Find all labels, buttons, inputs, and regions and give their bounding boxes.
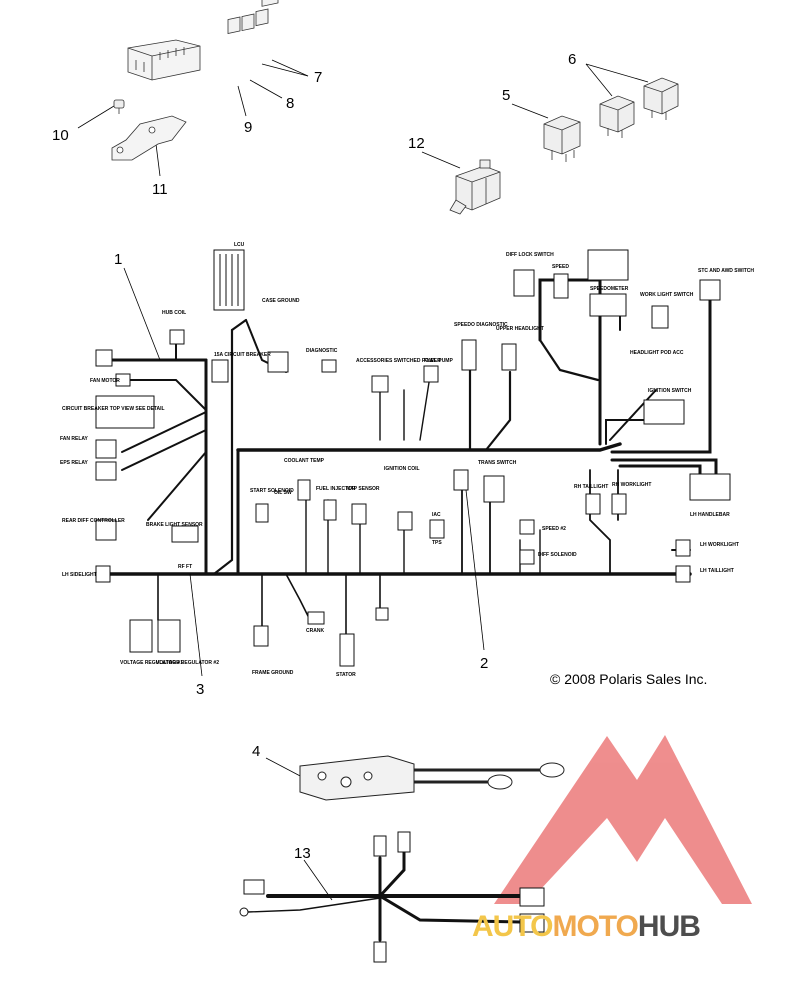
label-fuel-injector: FUEL INJECTOR: [316, 486, 356, 492]
callout-7: 7: [314, 69, 322, 86]
callout-9: 9: [244, 119, 252, 136]
label-rf-ft: RF FT: [178, 564, 192, 570]
wordmark-auto: AUTO: [472, 910, 553, 943]
label-stc-awd-switch: STC AND AWD SWITCH: [698, 268, 754, 274]
callout-4: 4: [252, 743, 260, 760]
label-speedometer: SPEEDOMETER: [590, 286, 629, 292]
label-hub-coil: HUB COIL: [162, 310, 186, 316]
label-coolant-temp: COOLANT TEMP: [284, 458, 325, 464]
label-starter-solenoid: START SOLENOID: [250, 488, 294, 494]
label-diagnostic: DIAGNOSTIC: [306, 348, 338, 354]
label-diff-solenoid: DIFF SOLENOID: [538, 552, 577, 558]
label-lh-taillight: LH TAILLIGHT: [700, 568, 734, 574]
callout-leaders-harness: [123, 267, 485, 901]
label-upper-headlight: UPPER HEADLIGHT: [496, 326, 544, 332]
label-headlight-pod: HEADLIGHT POD ACC: [630, 350, 684, 356]
label-circuit-breaker: CIRCUIT BREAKER TOP VIEW SEE DETAIL: [62, 406, 165, 412]
label-iac: IAC: [432, 512, 441, 518]
label-stator: STATOR: [336, 672, 356, 678]
label-lh-sidelight: LH SIDELIGHT: [62, 572, 97, 578]
label-crank: CRANK: [306, 628, 324, 634]
label-circuit-breaker-15a: 15A CIRCUIT BREAKER: [214, 352, 271, 358]
callout-leaders-top: [77, 59, 649, 177]
label-oil-sw: OIL SW: [274, 490, 292, 496]
sub-harness-part: [239, 831, 545, 963]
callout-8: 8: [286, 95, 294, 112]
bolt-part: [113, 99, 125, 114]
label-case-ground: CASE GROUND: [262, 298, 300, 304]
main-harness-wires: [106, 278, 718, 641]
automotohub-wordmark: AUTOMOTOHUB: [472, 910, 701, 943]
relay-5-part: [543, 115, 581, 162]
wordmark-hub: HUB: [638, 910, 700, 943]
relay-6b-part: [643, 77, 679, 120]
label-fan-relay: FAN RELAY: [60, 436, 89, 442]
label-lh-worklight: LH WORKLIGHT: [700, 542, 739, 548]
label-ignition-switch: IGNITION SWITCH: [648, 388, 692, 394]
label-speedo-diagnostic: SPEEDO DIAGNOSTIC: [454, 322, 508, 328]
label-lh-handlebar: LH HANDLEBAR: [690, 512, 730, 518]
relay-6a-part: [599, 95, 635, 138]
label-eps-relay: EPS RELAY: [60, 460, 89, 466]
callout-numbers: 1 2 3 4 5 6 7 8 9 10 11 12 13: [52, 51, 576, 862]
callout-13: 13: [294, 845, 311, 862]
label-brake-light-sensor: BRAKE LIGHT SENSOR: [146, 522, 203, 528]
relay-12-part: [449, 159, 501, 215]
callout-6: 6: [568, 51, 576, 68]
callout-2: 2: [480, 655, 488, 672]
label-voltage-regulator-2: VOLTAGE REGULATOR #2: [156, 660, 219, 666]
label-trans-switch: TRANS SWITCH: [478, 460, 517, 466]
callout-5: 5: [502, 87, 510, 104]
label-rear-diff-controller: REAR DIFF CONTROLLER: [62, 518, 125, 524]
mini-fuses-part: [227, 0, 279, 35]
callout-3: 3: [196, 681, 204, 698]
label-fuel-pump: FUEL PUMP: [424, 358, 453, 364]
label-accessories: ACCESSORIES SWITCHED POWER: [356, 358, 441, 364]
label-tps: TPS: [432, 540, 442, 546]
fuse-block-part: [127, 39, 201, 81]
label-speed: SPEED: [552, 264, 569, 270]
label-speed-2: SPEED #2: [542, 526, 566, 532]
label-rh-taillight: RH TAILLIGHT: [574, 484, 608, 490]
label-ignition-coil: IGNITION COIL: [384, 466, 420, 472]
label-diff-lock-switch: DIFF LOCK SWITCH: [506, 252, 554, 258]
label-lcu: LCU: [234, 242, 245, 248]
callout-1: 1: [114, 251, 122, 268]
callout-10: 10: [52, 127, 69, 144]
battery-cable-part: [299, 755, 565, 801]
callout-11: 11: [152, 181, 168, 198]
wordmark-moto: MOTO: [552, 910, 638, 943]
label-voltage-regulator-1: VOLTAGE REGULATOR #1: [120, 660, 183, 666]
label-frame-ground: FRAME GROUND: [252, 670, 294, 676]
label-work-light-switch: WORK LIGHT SWITCH: [640, 292, 694, 298]
label-fan-motor: FAN MOTOR: [90, 378, 120, 384]
label-rh-worklight: RH WORKLIGHT: [612, 482, 651, 488]
label-map-sensor: MAP SENSOR: [346, 486, 380, 492]
connectors: [95, 249, 731, 667]
svg-text:AUTOMOTOHUB: AUTOMOTOHUB: [472, 910, 700, 943]
harness-labels: LCU HUB COIL CASE GROUND DIAGNOSTIC FAN …: [60, 242, 754, 678]
callout-12: 12: [408, 135, 425, 152]
automotohub-logo: [494, 735, 752, 904]
copyright-text: © 2008 Polaris Sales Inc.: [550, 671, 707, 687]
bracket-part: [111, 115, 187, 161]
